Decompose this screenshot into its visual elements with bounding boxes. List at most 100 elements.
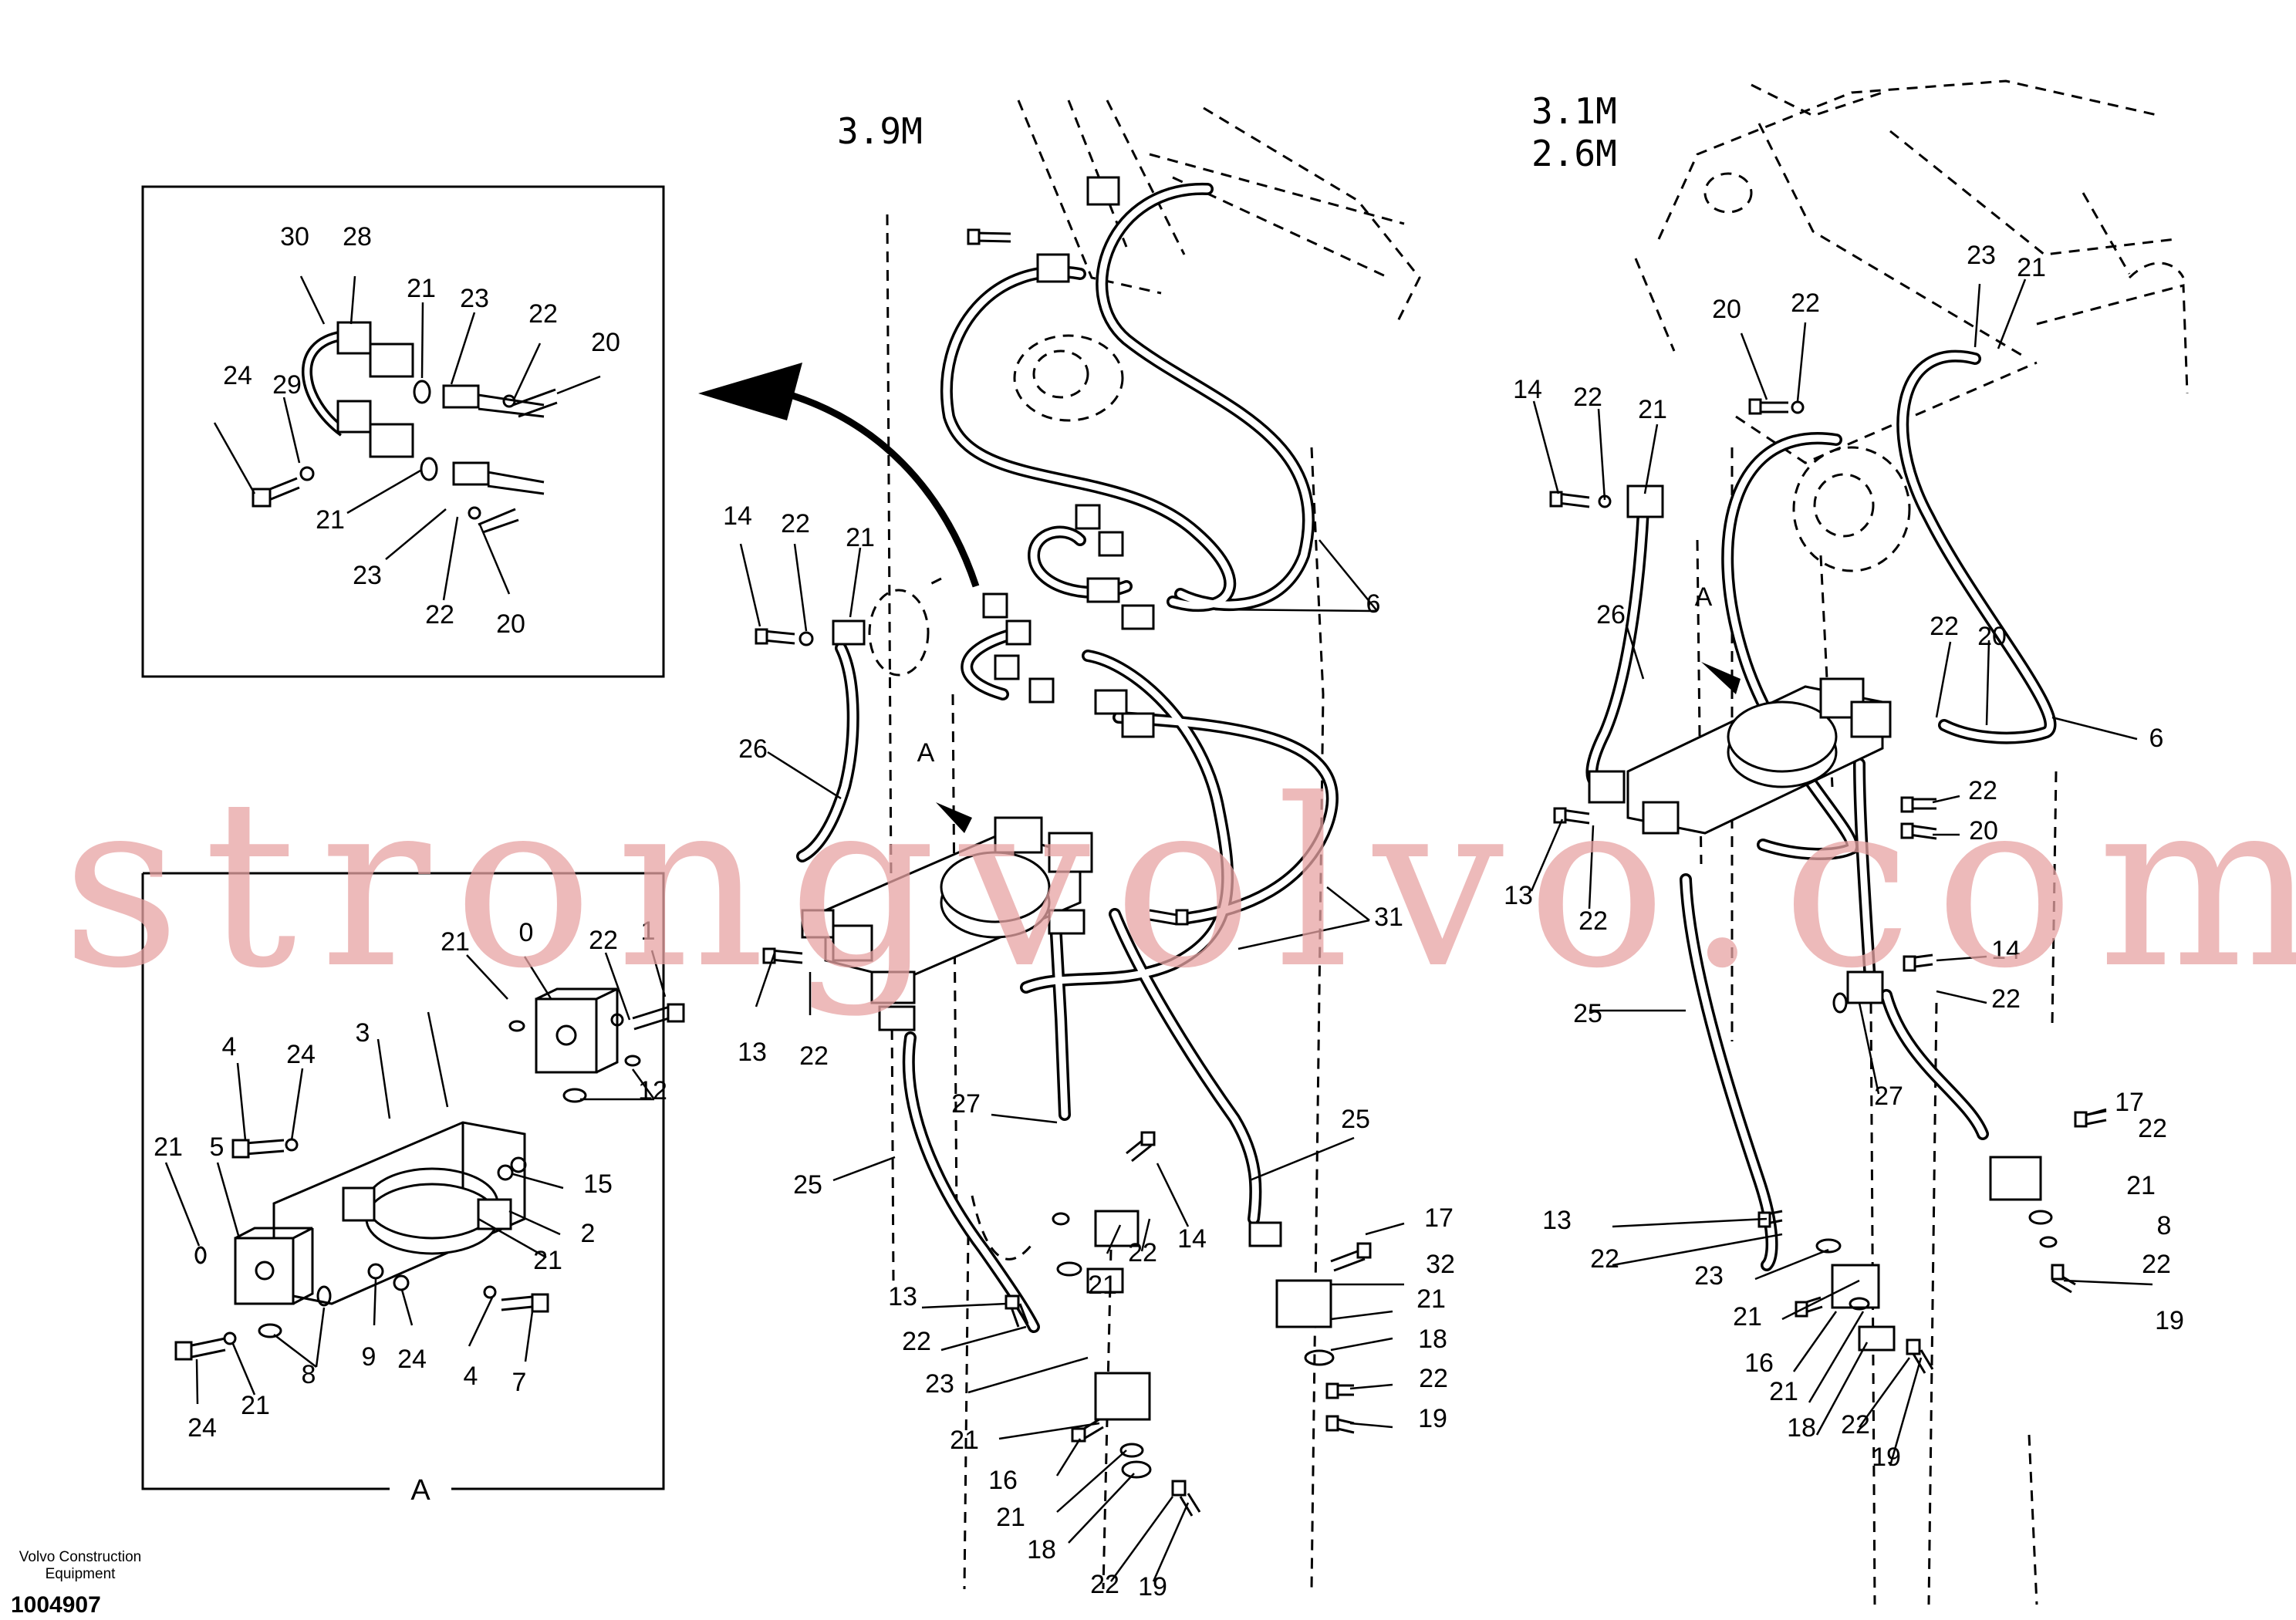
callout-center-26: 22 bbox=[1090, 1570, 1119, 1599]
callout-inset-bottom-5: 3 bbox=[356, 1018, 370, 1048]
callout-inset-bottom-8: 21 bbox=[154, 1132, 183, 1162]
callout-center-9: 21 bbox=[1088, 1271, 1117, 1300]
callout-inset-top-5: 20 bbox=[591, 328, 620, 357]
callout-center-19: 13 bbox=[888, 1282, 917, 1311]
callout-center-18: 19 bbox=[1418, 1404, 1447, 1433]
callout-center-17: 22 bbox=[1419, 1364, 1448, 1393]
callout-inset-bottom-15: 9 bbox=[362, 1342, 376, 1372]
callout-center-8: 25 bbox=[793, 1170, 822, 1200]
inset-detail-letter: A bbox=[410, 1474, 430, 1507]
callout-inset-bottom-11: 15 bbox=[583, 1169, 613, 1199]
callout-right-27: 22 bbox=[1590, 1244, 1619, 1274]
callout-right-29: 21 bbox=[1733, 1302, 1762, 1331]
callout-inset-bottom-16: 24 bbox=[397, 1345, 427, 1374]
callout-right-34: 19 bbox=[1872, 1443, 1901, 1472]
callout-right-20: 17 bbox=[2115, 1088, 2144, 1117]
callout-right-26: 13 bbox=[1542, 1206, 1572, 1235]
callout-inset-bottom-6: 4 bbox=[222, 1032, 237, 1061]
callout-right-30: 16 bbox=[1744, 1348, 1774, 1378]
callout-center-20: 22 bbox=[902, 1327, 931, 1356]
title-2-6m: 2.6M bbox=[1531, 133, 1617, 174]
callout-center-24: 21 bbox=[996, 1503, 1025, 1532]
callout-right-31: 21 bbox=[1769, 1377, 1798, 1406]
callout-center-27: 19 bbox=[1138, 1572, 1167, 1601]
detail-arrow bbox=[698, 363, 980, 588]
inset-hose-connection-box bbox=[141, 185, 665, 678]
callout-center-10: 22 bbox=[1128, 1238, 1157, 1267]
callout-right-13: 20 bbox=[1969, 816, 1998, 845]
callout-center-3: 26 bbox=[738, 734, 768, 764]
callout-inset-bottom-3: 1 bbox=[641, 916, 656, 946]
callout-right-6: 21 bbox=[1638, 395, 1667, 424]
callout-right-22: 21 bbox=[2126, 1171, 2156, 1200]
callout-right-15: 22 bbox=[1578, 906, 1608, 936]
callout-center-2: 21 bbox=[846, 523, 875, 552]
callout-right-12: 22 bbox=[1968, 776, 1997, 805]
callout-inset-top-7: 29 bbox=[272, 370, 302, 400]
callout-inset-top-8: 21 bbox=[316, 505, 345, 535]
center-bracket bbox=[801, 619, 1332, 1421]
company-name-line2: Equipment bbox=[45, 1566, 116, 1582]
callout-inset-bottom-18: 7 bbox=[512, 1368, 527, 1397]
center-bolts bbox=[755, 228, 1372, 1517]
callout-right-28: 23 bbox=[1694, 1261, 1724, 1291]
callout-inset-top-11: 20 bbox=[496, 609, 525, 639]
callout-right-33: 22 bbox=[1841, 1410, 1870, 1439]
callout-right-9: 22 bbox=[1930, 612, 1959, 641]
callout-inset-top-10: 22 bbox=[425, 600, 454, 629]
callout-inset-bottom-17: 4 bbox=[464, 1362, 478, 1391]
callout-center-23: 16 bbox=[988, 1466, 1018, 1495]
callout-inset-bottom-1: 0 bbox=[519, 918, 534, 947]
callout-center-13: 17 bbox=[1424, 1203, 1454, 1233]
callout-right-11: 6 bbox=[2149, 724, 2164, 753]
callout-right-16: 14 bbox=[1991, 936, 2021, 965]
callout-inset-bottom-2: 22 bbox=[589, 926, 618, 955]
callout-center-29: 31 bbox=[1374, 903, 1403, 932]
callout-center-0: 14 bbox=[723, 501, 752, 531]
callout-right-10: 20 bbox=[1977, 622, 2007, 651]
callout-inset-bottom-20: 21 bbox=[241, 1391, 270, 1420]
callout-center-1: 22 bbox=[781, 509, 810, 538]
callout-center-16: 18 bbox=[1418, 1325, 1447, 1354]
callout-center-21: 23 bbox=[925, 1369, 954, 1399]
callout-center-14: 32 bbox=[1426, 1250, 1455, 1279]
callout-right-18: 25 bbox=[1573, 999, 1602, 1028]
callout-right-1: 21 bbox=[2017, 253, 2046, 282]
callout-center-6: 22 bbox=[799, 1041, 829, 1071]
callout-inset-top-9: 23 bbox=[353, 561, 382, 590]
callout-inset-bottom-0: 21 bbox=[441, 927, 470, 957]
callout-right-23: 8 bbox=[2157, 1211, 2172, 1240]
leader-lines bbox=[164, 275, 2153, 1582]
callout-inset-bottom-19: 24 bbox=[187, 1413, 217, 1443]
callout-right-21: 22 bbox=[2138, 1114, 2167, 1143]
inset-top-parts bbox=[252, 321, 558, 534]
title-3-9m: 3.9M bbox=[837, 110, 923, 152]
callout-inset-top-1: 28 bbox=[343, 222, 372, 251]
callout-center-11: 14 bbox=[1177, 1224, 1207, 1254]
callout-center-15: 21 bbox=[1416, 1284, 1446, 1314]
callout-right-32: 18 bbox=[1787, 1413, 1816, 1443]
callout-right-2: 20 bbox=[1712, 295, 1741, 324]
callout-center-4: A bbox=[917, 738, 935, 768]
company-name-line1: Volvo Construction bbox=[19, 1549, 142, 1565]
callout-right-8: A bbox=[1695, 582, 1713, 612]
callout-center-5: 13 bbox=[738, 1038, 767, 1067]
callout-inset-bottom-4: 1 bbox=[641, 916, 656, 946]
callout-right-0: 23 bbox=[1967, 241, 1996, 270]
callout-center-7: 27 bbox=[951, 1089, 981, 1119]
callout-right-14: 13 bbox=[1504, 881, 1533, 910]
callout-right-5: 22 bbox=[1573, 383, 1602, 412]
callout-right-24: 22 bbox=[2142, 1250, 2171, 1279]
callout-inset-top-3: 23 bbox=[460, 284, 489, 313]
watermark-text: strongvolvo.com bbox=[62, 750, 2296, 1019]
drawing-number: 1004907 bbox=[11, 1592, 101, 1618]
center-fittings bbox=[878, 176, 1282, 1294]
inset-bracket-box bbox=[141, 872, 665, 1490]
right-a-pointer bbox=[1701, 662, 1741, 694]
callout-right-7: 26 bbox=[1596, 600, 1626, 629]
callout-center-28: 6 bbox=[1366, 589, 1381, 619]
callout-inset-bottom-7: 24 bbox=[286, 1040, 316, 1069]
inset-bracket-parts bbox=[174, 987, 685, 1361]
